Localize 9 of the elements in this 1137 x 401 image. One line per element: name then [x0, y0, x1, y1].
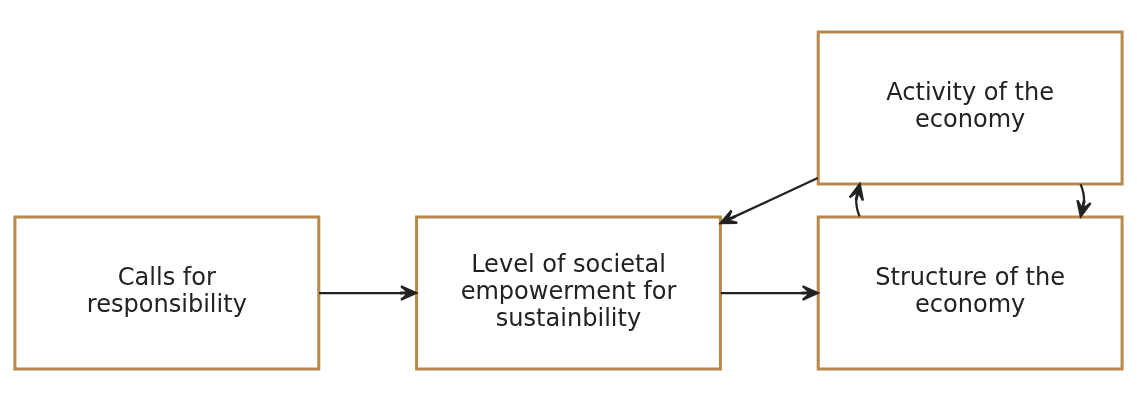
node-box: Calls for responsibility [13, 215, 321, 371]
node-box: Level of societal empowerment for sustainbility [415, 215, 722, 371]
arrow [719, 177, 819, 225]
arrow [720, 285, 819, 301]
arrow [1076, 183, 1092, 218]
node-box: Activity of the economy [816, 30, 1124, 186]
arrow [848, 183, 865, 217]
node-box: Structure of the economy [816, 215, 1124, 371]
arrow [319, 285, 418, 301]
